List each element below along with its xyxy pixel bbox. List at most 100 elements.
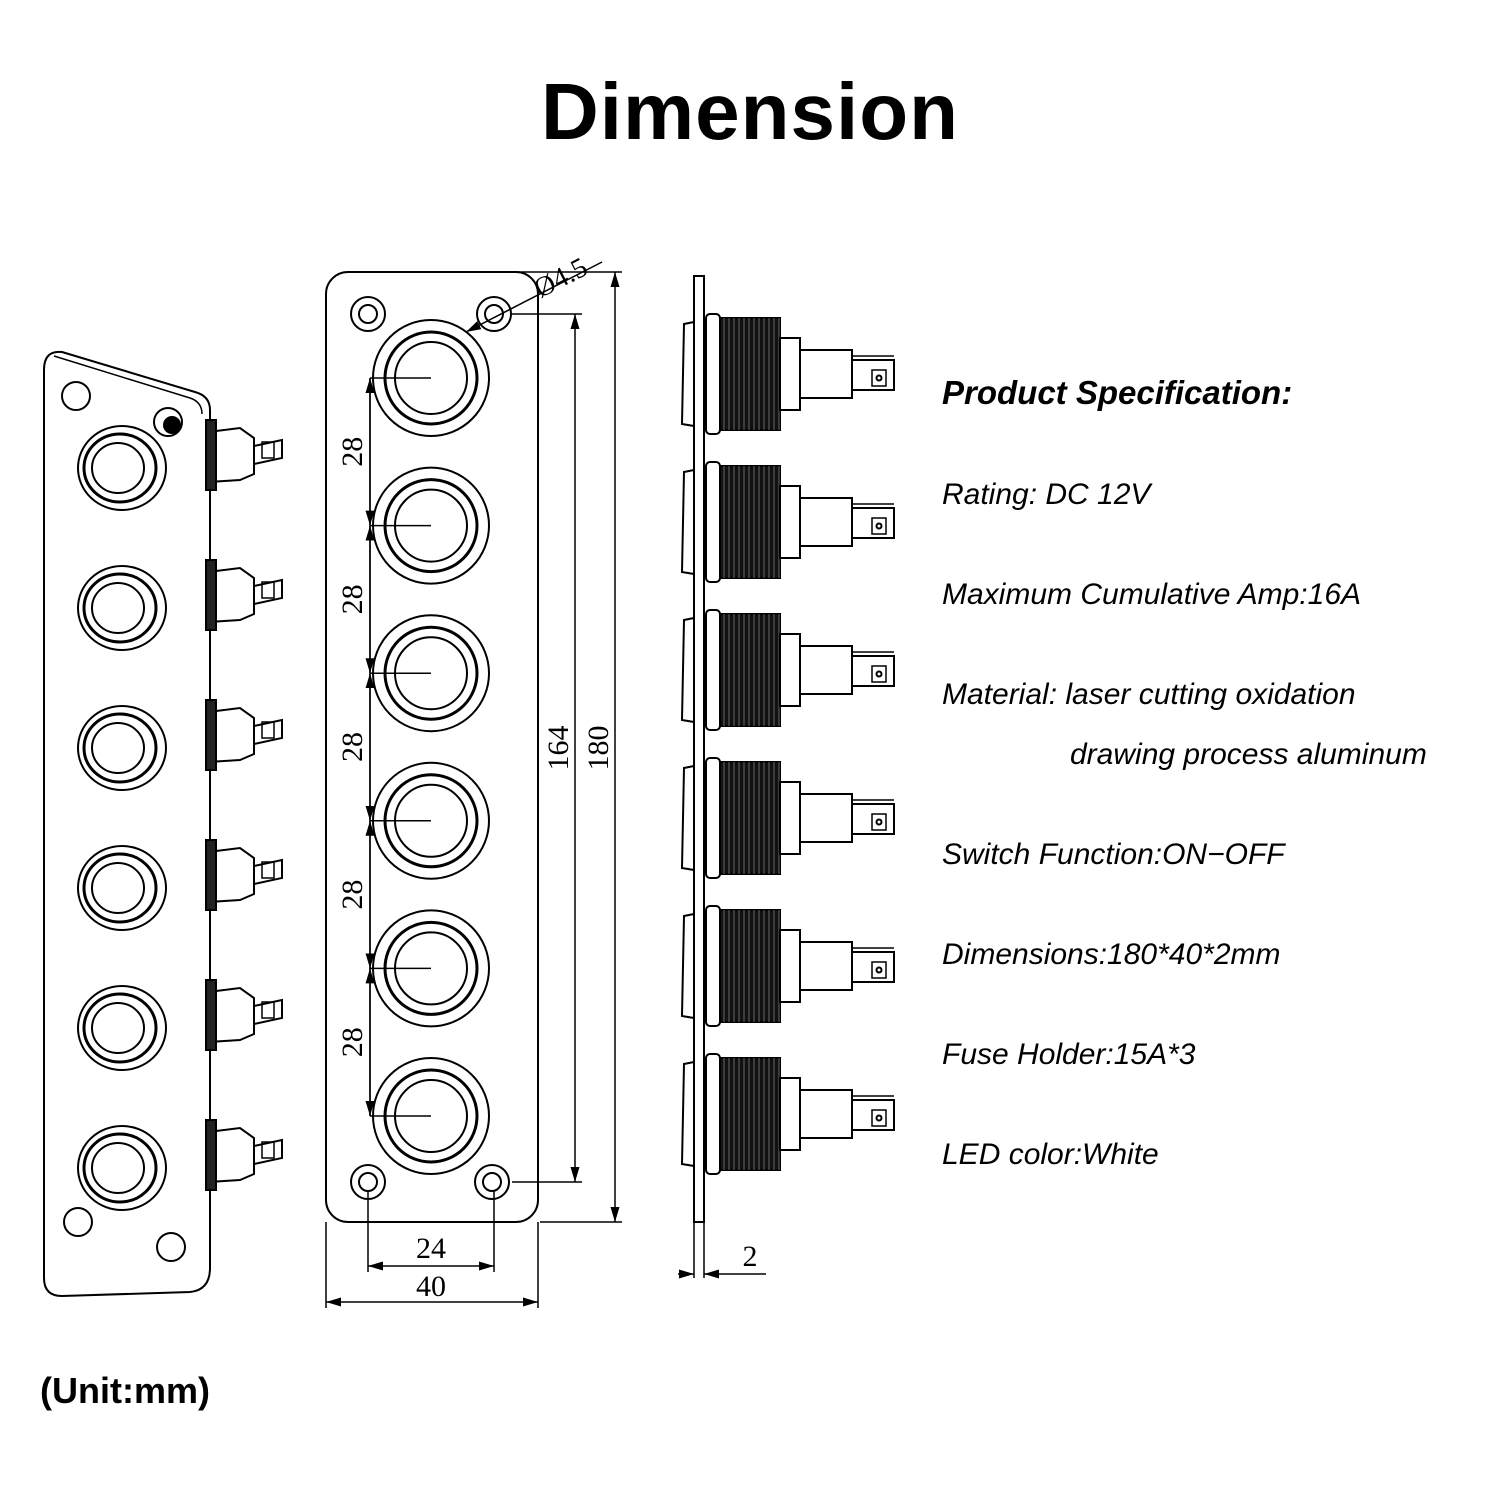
pitch-label: 28 [336, 437, 369, 467]
switch-nut [705, 905, 721, 1027]
switch-bezel [680, 469, 695, 575]
switch-thread [719, 909, 781, 1023]
front-switch [370, 1057, 490, 1175]
switch-terminal [852, 803, 895, 835]
pitch-label: 28 [336, 584, 369, 614]
perspective-view [43, 350, 283, 1298]
unit-note: (Unit:mm) [40, 1370, 210, 1411]
side-switch [680, 609, 895, 731]
switch-bezel [680, 321, 695, 427]
switch-bezel [77, 845, 167, 931]
perspective-switch [77, 839, 283, 931]
spec-heading: Product Specification: [942, 374, 1293, 411]
perspective-switch [77, 979, 283, 1071]
switch-terminal [253, 578, 283, 605]
pitch-label: 28 [336, 732, 369, 762]
front-plate [325, 271, 539, 1223]
front-switch [370, 614, 490, 733]
front-switch [370, 466, 490, 585]
switch-terminal [852, 951, 895, 983]
width-label: 40 [416, 1270, 446, 1303]
perspective-mount-hole [156, 1232, 186, 1262]
switch-nut [705, 1053, 721, 1175]
switch-ring [82, 432, 158, 504]
thickness-label: 2 [743, 1240, 758, 1273]
perspective-plate [43, 350, 211, 1298]
switch-button [91, 442, 145, 494]
switch-body [799, 941, 853, 991]
switch-body [799, 1089, 853, 1139]
spec-rating: Rating: DC 12V [942, 478, 1151, 511]
switch-button [91, 722, 145, 774]
perspective-mount-hole [153, 407, 183, 437]
switch-bezel [77, 565, 167, 651]
front-switch [370, 319, 490, 437]
switch-ring [82, 1132, 158, 1204]
front-view: 28 28 28 28 28 Ø4.5 164 180 24 40 [325, 252, 622, 1308]
switch-ring [82, 712, 158, 784]
switch-thread [719, 317, 781, 431]
switch-terminal [852, 655, 895, 687]
switch-nut [705, 461, 721, 583]
switch-terminal [852, 359, 895, 391]
switch-body [779, 633, 801, 707]
pitch-label: 28 [336, 1027, 369, 1057]
switch-bezel [680, 913, 695, 1019]
switch-bezel [680, 765, 695, 871]
switch-terminal [253, 438, 283, 465]
switch-body [779, 1077, 801, 1151]
switch-ring [82, 852, 158, 924]
switch-terminal [253, 718, 283, 745]
switch-body [779, 929, 801, 1003]
switch-bezel [680, 617, 695, 723]
switch-terminal [253, 858, 283, 885]
spec-led: LED color:White [942, 1138, 1159, 1171]
switch-bezel [77, 1125, 167, 1211]
switch-ring [82, 992, 158, 1064]
switch-button [91, 1142, 145, 1194]
perspective-mount-hole [61, 381, 91, 411]
height-label: 180 [582, 726, 615, 771]
switch-button [91, 862, 145, 914]
switch-nut [705, 609, 721, 731]
side-switch [680, 905, 895, 1027]
pitch-label: 28 [336, 880, 369, 910]
switch-bezel [77, 425, 167, 511]
perspective-switch [77, 419, 283, 511]
front-mount-hole [474, 1164, 510, 1200]
switch-button [91, 1002, 145, 1054]
switch-terminal [852, 1099, 895, 1131]
spec-material: Material: laser cutting oxidation [942, 678, 1356, 711]
spec-amp: Maximum Cumulative Amp:16A [942, 578, 1362, 611]
page-title: Dimension [541, 67, 959, 156]
perspective-switch [77, 559, 283, 651]
hole-diameter-label: Ø4.5 [529, 252, 592, 305]
hole-spacing-label: 24 [416, 1232, 446, 1265]
switch-nut [705, 757, 721, 879]
switch-body [799, 349, 853, 399]
switch-ring [82, 572, 158, 644]
switch-body [799, 497, 853, 547]
switch-thread [719, 761, 781, 875]
side-switch [680, 1053, 895, 1175]
side-view: 2 [678, 275, 895, 1279]
perspective-mount-hole [63, 1207, 93, 1237]
switch-bezel [77, 705, 167, 791]
switch-terminal [253, 1138, 283, 1165]
front-switch [370, 909, 490, 1028]
front-mount-hole [476, 296, 512, 332]
switch-thread [719, 613, 781, 727]
spec-material-continued: drawing process aluminum [1070, 738, 1427, 771]
side-switch [680, 461, 895, 583]
perspective-switch [77, 1119, 283, 1211]
switch-bezel [680, 1061, 695, 1167]
hole-span-label: 164 [542, 726, 575, 771]
switch-button [91, 582, 145, 634]
front-mount-hole [350, 296, 386, 332]
switch-body [779, 337, 801, 411]
switch-terminal [852, 507, 895, 539]
side-switch [680, 313, 895, 435]
perspective-plate-edge [53, 355, 203, 415]
spec-fuse: Fuse Holder:15A*3 [942, 1038, 1196, 1071]
